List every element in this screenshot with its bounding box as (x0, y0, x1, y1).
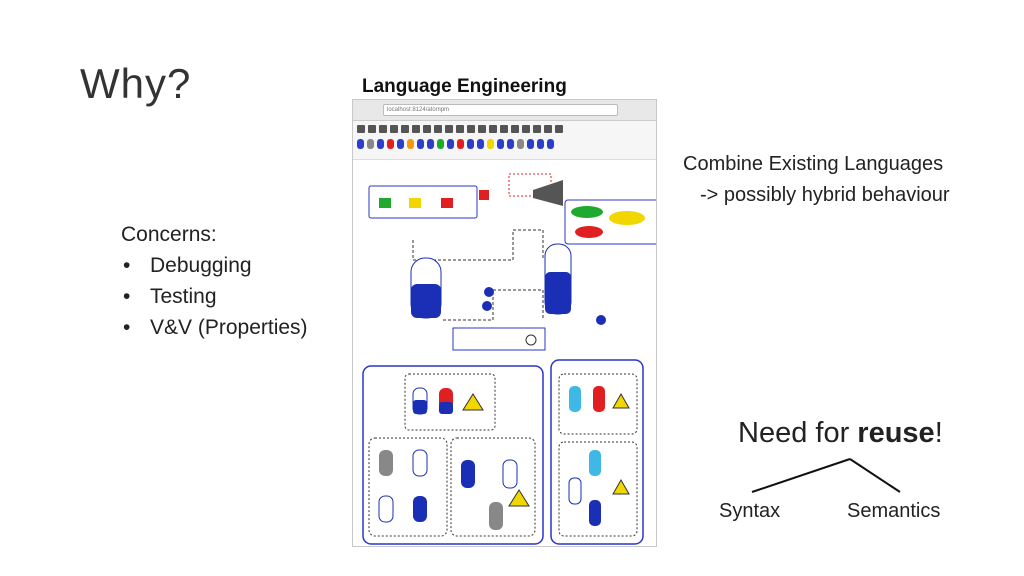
scenario-panel (558, 441, 638, 537)
concerns-list: Debugging Testing V&V (Properties) (121, 250, 308, 343)
reuse-emphasis: reuse (857, 417, 935, 449)
tool-screenshot: localhost:8124/atompm (353, 100, 656, 546)
figure-caption: Language Engineering (362, 76, 567, 97)
combine-line: Combine Existing Languages (683, 153, 944, 175)
reuse-heading: Need for reuse! (738, 417, 943, 450)
state-normal (571, 206, 603, 218)
concerns-block: Concerns: Debugging Testing V&V (Propert… (121, 219, 308, 343)
reactor-water (411, 284, 441, 318)
scenario-panel (368, 437, 448, 537)
steam-water (545, 272, 571, 314)
tool-toolbar (353, 121, 656, 160)
pump (596, 315, 606, 325)
reuse-prefix: Need for (738, 417, 858, 449)
reuse-tree-lines (751, 458, 901, 493)
scenario-panel (558, 373, 638, 435)
toolbar-icons-row (357, 125, 563, 135)
model-canvas (362, 173, 656, 545)
pipe-path (412, 229, 544, 261)
tree-right-label: Semantics (847, 500, 941, 522)
pump (484, 287, 494, 297)
controller-frame (368, 185, 478, 219)
gauge (525, 334, 537, 346)
state-explode (609, 211, 645, 225)
slide-title: Why? (80, 60, 192, 107)
reuse-suffix: ! (934, 417, 943, 449)
concern-item: V&V (Properties) (121, 312, 308, 343)
tree-left-label: Syntax (719, 500, 781, 522)
concerns-heading: Concerns: (121, 223, 217, 246)
scenario-panel (450, 437, 536, 537)
tree-right-branch (849, 458, 901, 493)
concern-item: Debugging (121, 250, 308, 281)
concern-item: Testing (121, 281, 308, 312)
scenario-frame-left (362, 365, 544, 545)
browser-url: localhost:8124/atompm (383, 104, 618, 116)
toolbar-palette-row (357, 139, 554, 149)
combine-subline: -> possibly hybrid behaviour (700, 184, 950, 206)
controller-state (441, 198, 453, 208)
scenario-frame-right (550, 359, 644, 545)
controller-state (379, 198, 391, 208)
controller-state (479, 190, 489, 200)
browser-bar: localhost:8124/atompm (353, 100, 656, 121)
controller-state (409, 198, 421, 208)
state-danger (575, 226, 603, 238)
pump (482, 301, 492, 311)
fan-shape (533, 180, 563, 206)
scenario-panel (404, 373, 496, 431)
state-frame (564, 199, 656, 245)
combine-block: Combine Existing Languages -> possibly h… (683, 149, 950, 211)
tree-left-branch (751, 458, 851, 493)
valve-frame (452, 327, 546, 351)
